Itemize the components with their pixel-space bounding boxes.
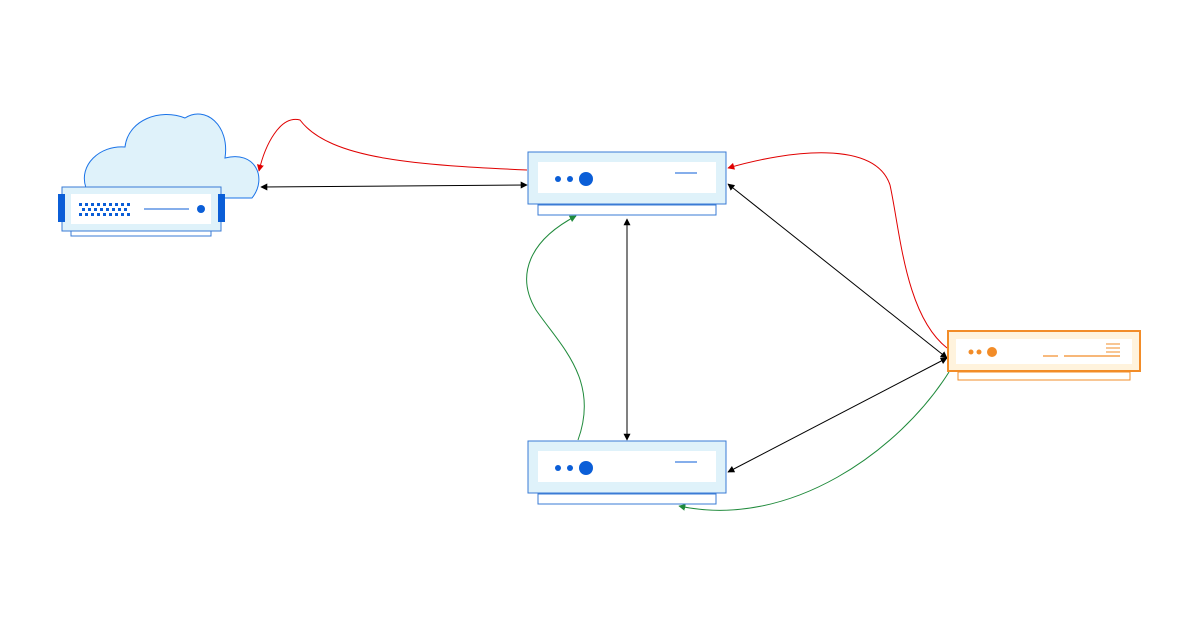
flow-orange-to-server-top xyxy=(727,152,948,349)
flow-server-top-to-cloud xyxy=(257,119,528,172)
server-bottom-node[interactable] xyxy=(527,440,727,505)
status-led-icon xyxy=(567,176,573,182)
server-base-plate xyxy=(537,204,717,216)
server-faceplate xyxy=(71,194,211,224)
power-led-icon xyxy=(197,205,205,213)
drive-bay-grid-icon xyxy=(79,203,130,216)
power-led-icon xyxy=(987,347,997,357)
server-base-plate xyxy=(957,371,1131,381)
server-base-plate xyxy=(537,493,717,505)
power-led-icon xyxy=(579,461,593,475)
power-led-icon xyxy=(579,172,593,186)
menu-lines-icon xyxy=(1106,343,1120,353)
flow-server-bottom-to-server-top xyxy=(526,215,585,441)
cloud-server-node[interactable] xyxy=(58,113,260,237)
cloud-icon xyxy=(83,113,260,199)
status-led-icon xyxy=(555,465,561,471)
server-left-cap xyxy=(58,194,65,222)
server-top-node[interactable] xyxy=(527,151,727,216)
link-server-top-server-orange xyxy=(727,183,948,359)
flow-orange-to-server-bottom xyxy=(678,371,950,511)
status-led-icon xyxy=(567,465,573,471)
links xyxy=(257,119,950,511)
server-right-cap xyxy=(218,194,225,222)
status-led-icon xyxy=(976,349,982,355)
status-led-icon xyxy=(555,176,561,182)
link-cloud-server-top xyxy=(260,181,528,191)
server-orange-node[interactable] xyxy=(947,330,1141,381)
server-faceplate xyxy=(956,339,1132,364)
status-led-icon xyxy=(968,349,974,355)
server-faceplate xyxy=(538,451,716,482)
link-server-bottom-server-orange xyxy=(727,357,948,473)
server-faceplate xyxy=(538,162,716,193)
